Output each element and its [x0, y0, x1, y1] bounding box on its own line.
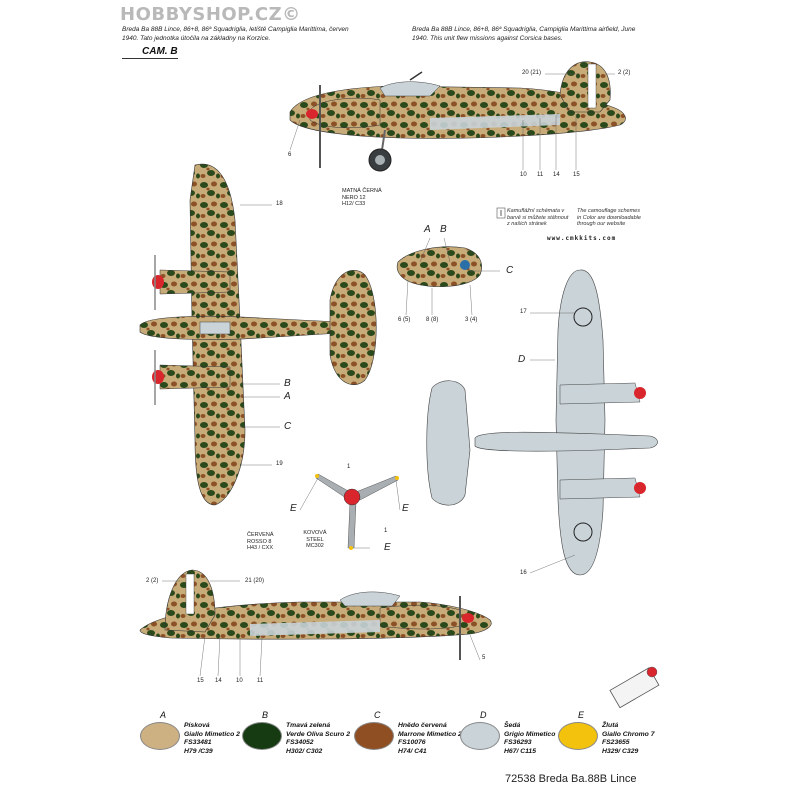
- callout-15: 15: [573, 172, 580, 178]
- nose-callout-b: B: [440, 224, 447, 235]
- color-swatch-grey: [460, 722, 500, 750]
- color-swatch-green: [242, 722, 282, 750]
- color-swatch-sand: [140, 722, 180, 750]
- legend-item-b: B Tmavá zelená Verde Oliva Scuro 2 FS340…: [242, 710, 392, 782]
- color-swatch-brown: [354, 722, 394, 750]
- callout-11: 11: [537, 172, 544, 178]
- caption-czech: Breda Ba 88B Lince, 86+8, 86ª Squadrigli…: [122, 26, 349, 42]
- callout-14: 14: [553, 172, 560, 178]
- caption-english: Breda Ba 88B Lince, 86+8, 86ª Squadrigli…: [412, 26, 636, 42]
- propeller-detail: [315, 473, 399, 550]
- callout-a: A: [284, 391, 291, 402]
- callout-11b: 11: [257, 678, 264, 684]
- prop-callout-e-left: E: [290, 503, 297, 514]
- legend-item-d: D Šedá Grigio Mimetico FS36293 H67/ C115: [460, 710, 610, 782]
- callout-8-8: 8 (8): [426, 317, 439, 323]
- steel-note: KOVOVÁ STEEL MC302: [303, 530, 327, 549]
- legend-item-a: A Písková Giallo Mimetico 2 FS33481 H79 …: [140, 710, 290, 782]
- prop-callout-e-bottom: E: [384, 542, 391, 553]
- callout-1b: 1: [384, 528, 388, 534]
- plan-view-top: [139, 163, 377, 506]
- nose-callout-c: C: [506, 265, 514, 276]
- callout-20: 20 (21): [522, 70, 542, 76]
- prop-callout-e-right: E: [402, 503, 409, 514]
- callout-6-5: 6 (5): [398, 317, 411, 323]
- callout-5: 5: [482, 655, 486, 661]
- callout-19: 19: [276, 461, 283, 467]
- note-english: The camouflage schemes in Color are down…: [577, 208, 641, 227]
- scheme-label: CAM. B: [142, 46, 178, 57]
- side-view-bottom: [139, 569, 492, 660]
- side-view-top: [289, 61, 626, 172]
- legend-item-e: E Žlutá Giallo Chromo 7 FS23655 H329/ C3…: [558, 710, 708, 782]
- plan-view-bottom: [426, 269, 658, 576]
- leader-lines: [162, 73, 615, 677]
- callout-18: 18: [276, 201, 283, 207]
- color-swatch-yellow: [558, 722, 598, 750]
- callout-6: 6: [288, 152, 292, 158]
- nose-detail: [396, 246, 482, 287]
- callout-2: 2 (2): [618, 70, 631, 76]
- callout-c: C: [284, 421, 292, 432]
- watermark: HOBBYSHOP.CZ©: [120, 4, 301, 25]
- note-czech: Kamuflážní schémata v barvě si můžete st…: [507, 208, 569, 227]
- callout-1a: 1: [347, 464, 351, 470]
- callout-10: 10: [520, 172, 527, 178]
- callout-17: 17: [520, 309, 527, 315]
- callout-10b: 10: [236, 678, 243, 684]
- callout-16: 16: [520, 570, 527, 576]
- scheme-underline: [122, 58, 178, 59]
- website-link[interactable]: www.cmkkits.com: [547, 235, 617, 242]
- nose-callout-a: A: [424, 224, 431, 235]
- callout-3-4: 3 (4): [465, 317, 478, 323]
- callout-15b: 15: [197, 678, 204, 684]
- callout-b: B: [284, 378, 291, 389]
- callout-d: D: [518, 354, 526, 365]
- callout-2-2: 2 (2): [146, 578, 159, 584]
- legend-item-c: C Hnědo červená Marrone Mimetico 2 FS100…: [354, 710, 504, 782]
- red-note: ČERVENÁ ROSSO 8 H43 / CXX: [247, 532, 274, 551]
- nero-note: MATNÁ ČERNÁ NERO 12 H12/ C33: [342, 188, 382, 207]
- footer-title: 72538 Breda Ba.88B Lince: [505, 773, 637, 785]
- callout-21: 21 (20): [245, 578, 265, 584]
- gunze-sangyo-logo: [609, 666, 660, 709]
- callout-14b: 14: [215, 678, 222, 684]
- download-note: Kamuflážní schémata v barvě si můžete st…: [495, 208, 641, 244]
